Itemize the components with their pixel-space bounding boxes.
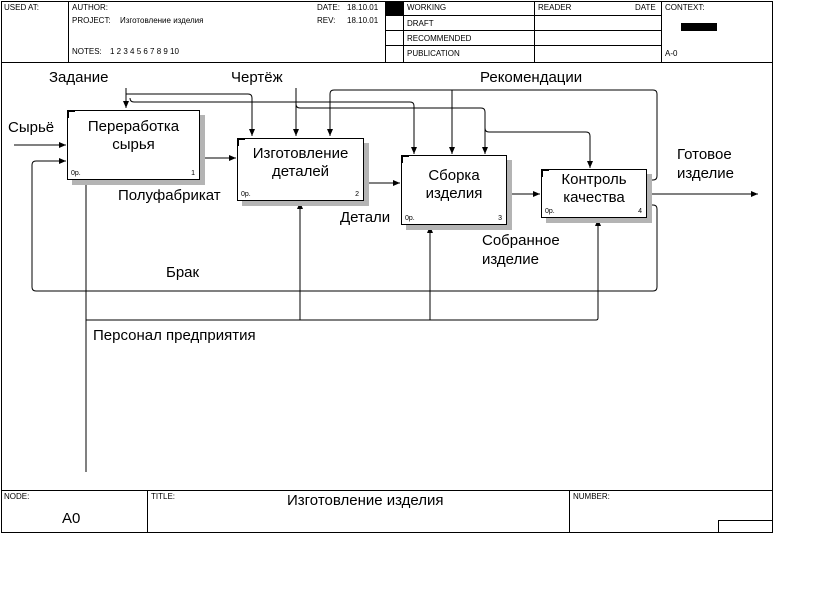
title-label: TITLE: bbox=[151, 492, 176, 501]
reader-label: READER bbox=[538, 3, 572, 12]
label-personnel: Персонал предприятия bbox=[93, 327, 256, 344]
label-drawing: Чертёж bbox=[231, 69, 283, 86]
project-value: Изготовление изделия bbox=[120, 16, 204, 25]
arrow-defect bbox=[31, 158, 658, 292]
footer-page-cell bbox=[718, 520, 773, 533]
box-corner bbox=[542, 170, 549, 177]
status-row-line bbox=[385, 30, 661, 31]
arrow-task-branch bbox=[126, 93, 255, 136]
context-node: A-0 bbox=[665, 49, 678, 58]
node-value: A0 bbox=[62, 510, 81, 527]
date-value: 18.10.01 bbox=[347, 3, 379, 12]
footer-top-line bbox=[1, 490, 773, 491]
label-parts: Детали bbox=[340, 209, 391, 226]
activity-box-2[interactable]: Изготовление деталей 0р. 2 bbox=[237, 138, 364, 201]
arrow-drawing-branch bbox=[295, 103, 488, 154]
label-assembled: Собранное изделие bbox=[482, 232, 560, 268]
box-corner bbox=[68, 111, 75, 118]
activity-number: 3 bbox=[498, 215, 502, 222]
notes-value: 1 2 3 4 5 6 7 8 9 10 bbox=[110, 47, 179, 56]
status-working: WORKING bbox=[407, 3, 447, 12]
status-publication: PUBLICATION bbox=[407, 49, 460, 58]
status-draft: DRAFT bbox=[407, 19, 434, 28]
label-defect: Брак bbox=[166, 264, 200, 281]
footer-divider bbox=[569, 490, 570, 533]
idef0-frame bbox=[1, 1, 773, 533]
activity-title: Контроль качества bbox=[561, 171, 627, 206]
arrow-recommendations bbox=[327, 89, 658, 181]
header-divider bbox=[534, 1, 535, 62]
number-label: NUMBER: bbox=[573, 492, 610, 501]
activity-cost: 0р. bbox=[241, 191, 251, 198]
used-at-label: USED AT: bbox=[4, 3, 39, 12]
activity-number: 2 bbox=[355, 191, 359, 198]
box-corner bbox=[238, 139, 245, 146]
arrow-drawing-to-qc bbox=[484, 127, 593, 168]
status-row-line bbox=[385, 45, 661, 46]
author-label: AUTHOR: bbox=[72, 3, 108, 12]
activity-title: Изготовление деталей bbox=[252, 145, 349, 180]
context-marker bbox=[681, 23, 717, 31]
activity-cost: 0р. bbox=[71, 170, 81, 177]
activity-box-4[interactable]: Контроль качества 0р. 4 bbox=[541, 169, 647, 218]
label-output-product: Готовое изделие bbox=[677, 146, 734, 182]
activity-number: 4 bbox=[638, 208, 642, 215]
label-recommendations: Рекомендации bbox=[480, 69, 583, 86]
box-corner bbox=[402, 156, 409, 163]
rev-value: 18.10.01 bbox=[347, 16, 379, 25]
activity-title: Переработка сырья bbox=[87, 118, 180, 153]
header-divider bbox=[403, 1, 404, 62]
status-row-line bbox=[385, 15, 661, 16]
working-status-marker bbox=[386, 2, 403, 15]
arrow-personnel-bus bbox=[86, 317, 599, 321]
context-label: CONTEXT: bbox=[665, 3, 705, 12]
date-label: DATE: bbox=[317, 3, 340, 12]
arrow-task-to-assembly bbox=[129, 97, 417, 154]
activity-title: Сборка изделия bbox=[425, 167, 483, 202]
activity-cost: 0р. bbox=[545, 208, 555, 215]
status-recommended: RECOMMENDED bbox=[407, 34, 472, 43]
label-raw-input: Сырьё bbox=[8, 119, 55, 136]
header-divider bbox=[661, 1, 662, 62]
label-semi-product: Полуфабрикат bbox=[118, 187, 221, 204]
activity-cost: 0р. bbox=[405, 215, 415, 222]
activity-box-3[interactable]: Сборка изделия 0р. 3 bbox=[401, 155, 507, 225]
diagram-title: Изготовление изделия bbox=[287, 492, 444, 509]
label-task: Задание bbox=[49, 69, 109, 86]
header-bottom-line bbox=[1, 62, 773, 63]
header-divider bbox=[68, 1, 69, 62]
project-label: PROJECT: bbox=[72, 16, 111, 25]
reader-date-label: DATE bbox=[635, 3, 656, 12]
rev-label: REV: bbox=[317, 16, 336, 25]
header-divider bbox=[385, 1, 386, 62]
footer-divider bbox=[147, 490, 148, 533]
notes-label: NOTES: bbox=[72, 47, 102, 56]
activity-number: 1 bbox=[191, 170, 195, 177]
node-label: NODE: bbox=[4, 492, 30, 501]
activity-box-1[interactable]: Переработка сырья 0р. 1 bbox=[67, 110, 200, 180]
